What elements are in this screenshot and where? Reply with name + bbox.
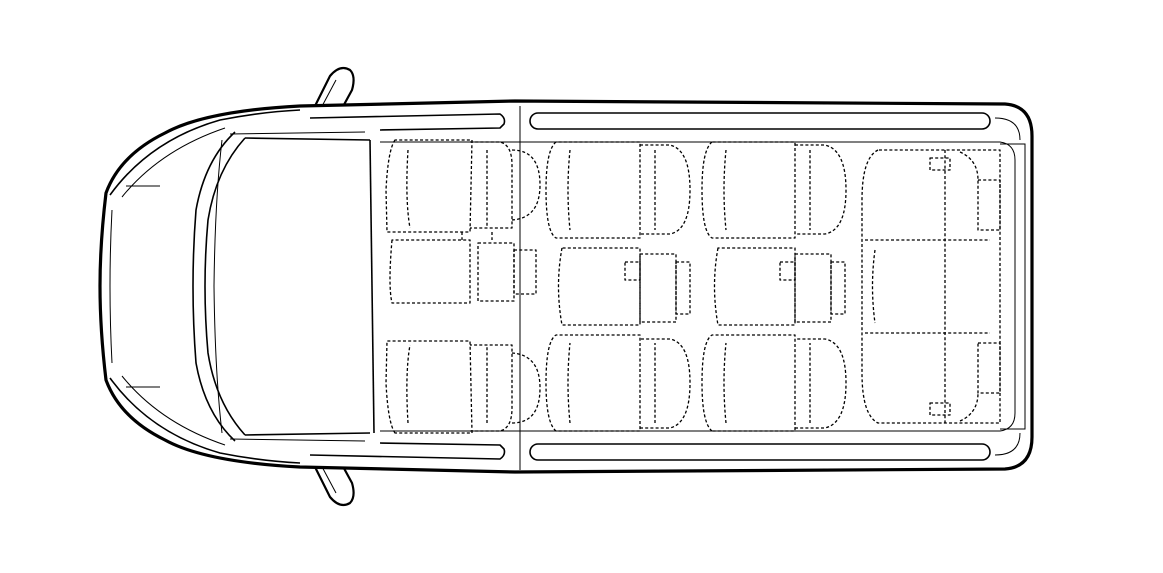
right-side-mirror [310, 459, 355, 507]
windshield [192, 131, 375, 442]
second-row-seat-center [557, 247, 691, 326]
front-door-lines [309, 106, 521, 470]
second-row-seat-right [545, 334, 691, 432]
hood-detail-lines [109, 109, 301, 464]
front-center-console [389, 232, 537, 304]
third-row-seat-center [713, 247, 846, 326]
van-body-outline [98, 99, 1034, 474]
left-sliding-door-rail [529, 112, 1021, 141]
front-seat-left [385, 139, 541, 233]
second-row-seat-left [545, 141, 691, 239]
right-sliding-door-rail [529, 432, 1021, 461]
third-row-seat-right [701, 334, 847, 432]
front-seat-right [385, 340, 541, 434]
rear-bench-seat [861, 149, 1001, 424]
third-row-seat-left [701, 141, 847, 239]
